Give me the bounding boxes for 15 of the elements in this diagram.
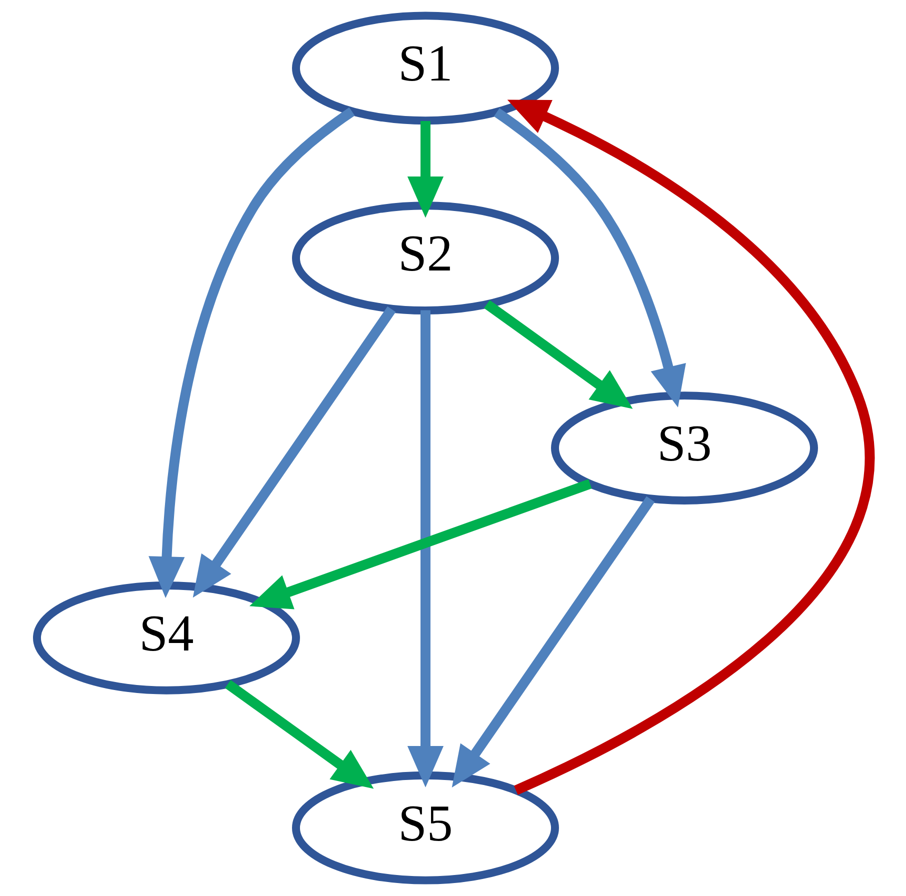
arrow (406, 120, 444, 218)
node-ellipse: S3 (550, 392, 818, 504)
arrow (493, 108, 686, 408)
arrow (483, 300, 632, 409)
arrow (248, 479, 592, 610)
arrow (192, 306, 396, 598)
arrow (406, 310, 444, 788)
node-ellipse: S5 (292, 771, 558, 884)
node-ellipse: S1 (292, 12, 558, 125)
node-ellipse: S4 (32, 581, 300, 694)
arrow (224, 680, 374, 789)
arrow (148, 107, 354, 598)
arrow (506, 100, 874, 795)
arrow (451, 496, 654, 788)
node-ellipse: S2 (292, 202, 558, 315)
